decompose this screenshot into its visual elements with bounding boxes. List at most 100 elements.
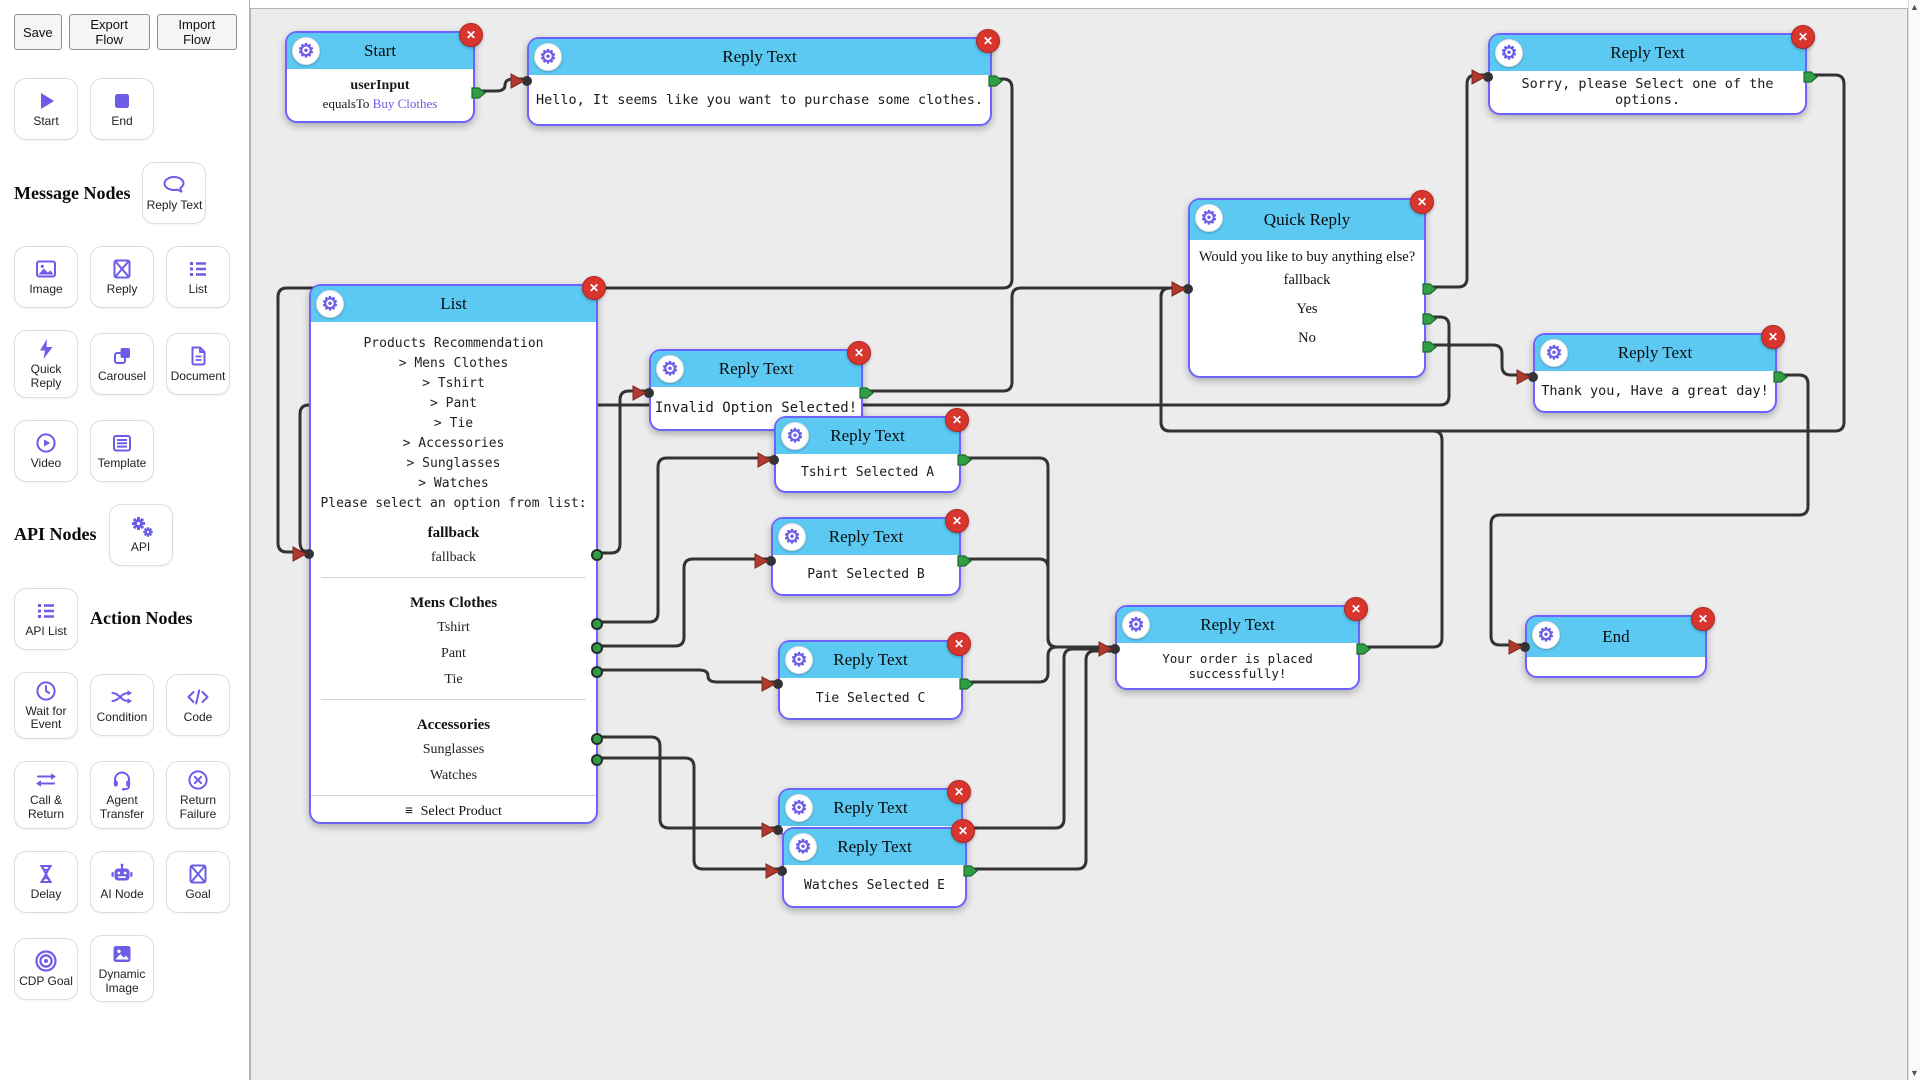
- gear-settings-button[interactable]: ⚙: [1540, 339, 1568, 367]
- close-icon[interactable]: ✕: [847, 341, 871, 365]
- source-handle[interactable]: [591, 754, 603, 766]
- gear-settings-button[interactable]: ⚙: [1195, 204, 1223, 232]
- palette-item-ai-node[interactable]: AI Node: [90, 850, 154, 913]
- close-icon[interactable]: ✕: [976, 29, 1000, 53]
- edge-quickreply-yes-list[interactable]: [298, 315, 1451, 554]
- target-handle[interactable]: [632, 385, 654, 401]
- flow-node-reply-tie[interactable]: ⚙Reply Text✕Tie Selected C: [761, 632, 974, 720]
- source-handle[interactable]: [1422, 312, 1437, 326]
- target-handle[interactable]: [761, 822, 783, 838]
- close-icon[interactable]: ✕: [945, 509, 969, 533]
- source-handle[interactable]: [1422, 282, 1437, 296]
- palette-item-reply-text[interactable]: Reply Text: [142, 162, 207, 224]
- palette-item-template[interactable]: Template: [90, 419, 154, 482]
- edge-list-fallback-invalid[interactable]: [598, 389, 649, 555]
- edge-list-sunglasses[interactable]: [598, 735, 778, 830]
- flow-node-reply-invalid[interactable]: ⚙Reply Text✕Invalid Option Selected!: [632, 341, 874, 431]
- flow-node-end-node[interactable]: ⚙End✕: [1508, 607, 1715, 678]
- palette-item-dynamic-image[interactable]: Dynamic Image: [90, 934, 154, 1003]
- target-handle[interactable]: [765, 863, 787, 879]
- source-handle[interactable]: [957, 554, 972, 568]
- vertical-scrollbar[interactable]: ▲ ▼: [1908, 0, 1920, 1080]
- flow-node-reply-watches[interactable]: ⚙Reply Text✕Watches Selected E: [765, 819, 978, 908]
- gear-settings-button[interactable]: ⚙: [785, 646, 813, 674]
- edge-thankyou-end[interactable]: [1489, 373, 1810, 647]
- palette-item-condition[interactable]: Condition: [90, 674, 154, 737]
- flow-node-list[interactable]: ⚙List✕Products Recommendation> Mens Clot…: [292, 276, 606, 824]
- close-icon[interactable]: ✕: [947, 780, 971, 804]
- palette-item-api-list[interactable]: API List: [14, 587, 78, 650]
- target-handle[interactable]: [1171, 281, 1193, 297]
- target-handle[interactable]: [292, 546, 314, 562]
- gear-settings-button[interactable]: ⚙: [316, 290, 344, 318]
- flow-node-quick-reply[interactable]: ⚙Quick Reply✕Would you like to buy anyth…: [1171, 190, 1437, 378]
- target-handle[interactable]: [757, 452, 779, 468]
- import-flow-button[interactable]: Import Flow: [156, 14, 237, 50]
- target-handle[interactable]: [1508, 639, 1530, 655]
- close-icon[interactable]: ✕: [1691, 607, 1715, 631]
- close-icon[interactable]: ✕: [1791, 25, 1815, 49]
- palette-item-call-return[interactable]: Call & Return: [14, 761, 78, 829]
- target-handle[interactable]: [754, 553, 776, 569]
- palette-item-delay[interactable]: Delay: [14, 850, 78, 913]
- list-section-item[interactable]: Tshirt: [437, 620, 470, 635]
- palette-item-goal[interactable]: Goal: [166, 850, 230, 913]
- palette-item-agent-transfer[interactable]: Agent Transfer: [90, 761, 154, 829]
- target-handle[interactable]: [761, 676, 783, 692]
- list-section-item[interactable]: Tie: [444, 672, 463, 687]
- gear-settings-button[interactable]: ⚙: [781, 422, 809, 450]
- palette-item-wait-for-event[interactable]: Wait for Event: [14, 671, 78, 740]
- close-icon[interactable]: ✕: [1761, 325, 1785, 349]
- flow-node-reply-hello[interactable]: ⚙Reply Text✕Hello, It seems like you wan…: [510, 29, 1003, 126]
- source-handle[interactable]: [591, 666, 603, 678]
- edge-watches-order[interactable]: [967, 649, 1115, 871]
- edge-list-watches[interactable]: [598, 756, 782, 871]
- scroll-up-arrow[interactable]: ▲: [1910, 2, 1919, 12]
- edge-hello-list[interactable]: [276, 77, 1014, 554]
- palette-item-end[interactable]: End: [90, 78, 154, 140]
- list-footer-button[interactable]: ≡ Select Product: [311, 795, 596, 824]
- list-section-item[interactable]: Pant: [441, 646, 466, 661]
- edge-list-pant[interactable]: [598, 557, 771, 648]
- edge-list-tshirt[interactable]: [598, 456, 774, 624]
- flow-node-reply-sunglasses[interactable]: ⚙Reply Text✕: [761, 780, 974, 838]
- source-handle[interactable]: [591, 733, 603, 745]
- edge-sorry-quickreply[interactable]: [1159, 73, 1846, 433]
- gear-settings-button[interactable]: ⚙: [1532, 621, 1560, 649]
- close-icon[interactable]: ✕: [459, 23, 483, 47]
- close-icon[interactable]: ✕: [1344, 597, 1368, 621]
- palette-item-return-failure[interactable]: Return Failure: [166, 761, 230, 829]
- palette-item-start[interactable]: Start: [14, 78, 78, 140]
- palette-item-list[interactable]: List: [166, 246, 230, 308]
- flow-node-reply-pant[interactable]: ⚙Reply Text✕Pant Selected B: [754, 509, 972, 596]
- source-handle[interactable]: [1356, 642, 1371, 656]
- source-handle[interactable]: [859, 386, 874, 400]
- close-icon[interactable]: ✕: [582, 276, 606, 300]
- edge-invalid-quickreply[interactable]: [863, 286, 1188, 393]
- close-icon[interactable]: ✕: [947, 632, 971, 656]
- close-icon[interactable]: ✕: [951, 819, 975, 843]
- close-icon[interactable]: ✕: [1410, 190, 1434, 214]
- list-section-item[interactable]: Watches: [429, 768, 478, 783]
- gear-settings-button[interactable]: ⚙: [656, 355, 684, 383]
- source-handle[interactable]: [1773, 370, 1788, 384]
- target-handle[interactable]: [1516, 369, 1538, 385]
- flow-node-reply-sorry[interactable]: ⚙Reply Text✕Sorry, please Select one of …: [1471, 25, 1818, 115]
- save-button[interactable]: Save: [14, 14, 62, 50]
- gear-settings-button[interactable]: ⚙: [1122, 611, 1150, 639]
- gear-settings-button[interactable]: ⚙: [785, 794, 813, 822]
- source-handle[interactable]: [471, 86, 486, 100]
- palette-item-quick-reply[interactable]: Quick Reply: [14, 330, 78, 398]
- gear-settings-button[interactable]: ⚙: [292, 37, 320, 65]
- palette-item-video[interactable]: Video: [14, 419, 78, 482]
- palette-item-cdp-goal[interactable]: CDP Goal: [14, 937, 78, 1000]
- source-handle[interactable]: [963, 864, 978, 878]
- scroll-down-arrow[interactable]: ▼: [1910, 1068, 1919, 1078]
- palette-item-code[interactable]: Code: [166, 674, 230, 737]
- list-section-item[interactable]: Sunglasses: [422, 742, 485, 757]
- palette-item-image[interactable]: Image: [14, 246, 78, 308]
- gear-settings-button[interactable]: ⚙: [534, 43, 562, 71]
- source-handle[interactable]: [1422, 340, 1437, 354]
- target-handle[interactable]: [510, 73, 532, 89]
